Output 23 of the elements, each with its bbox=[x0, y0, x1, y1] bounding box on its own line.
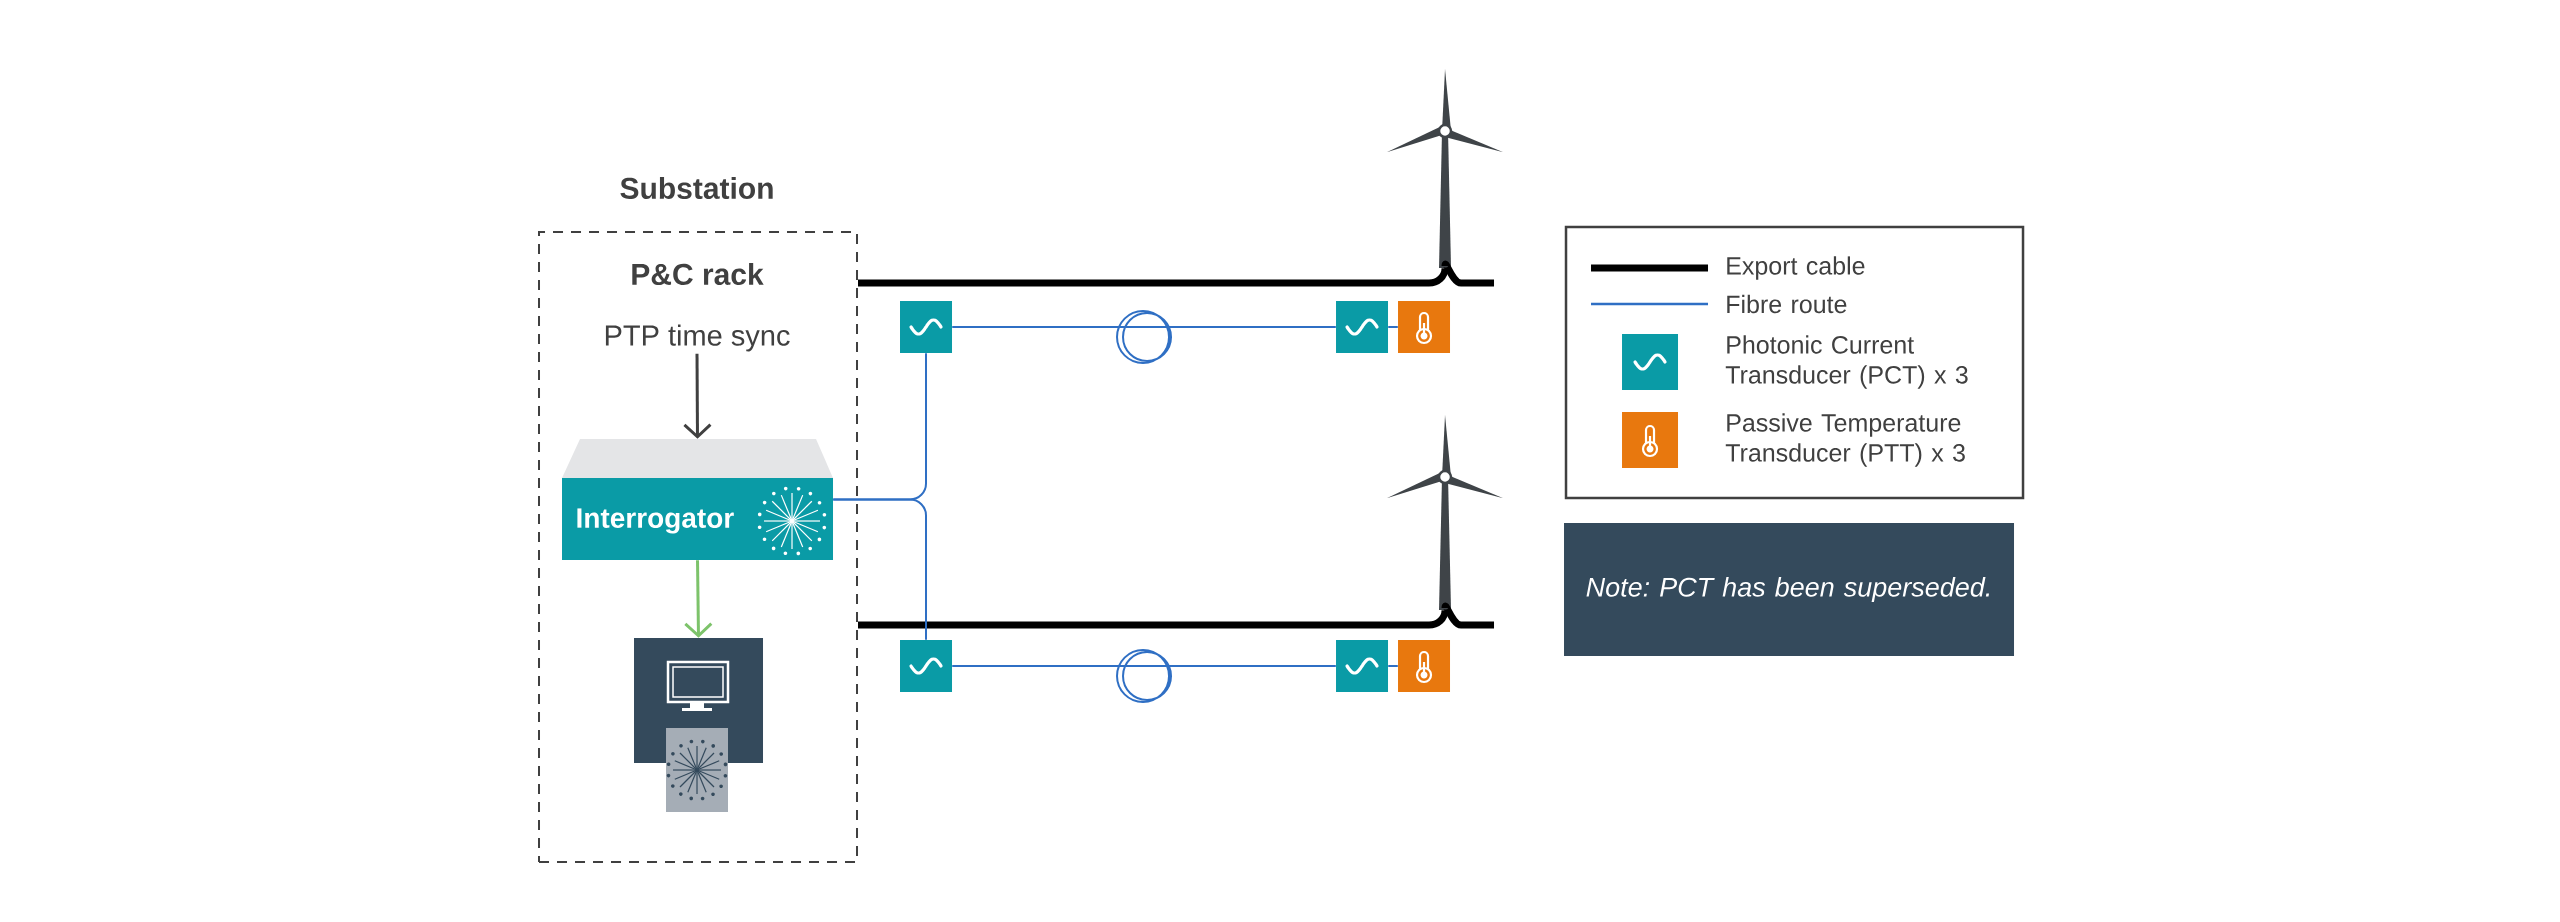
connector-line bbox=[1387, 326, 1399, 328]
arrow bbox=[684, 560, 713, 638]
connector-line bbox=[951, 665, 1337, 667]
arrow bbox=[683, 353, 712, 439]
note-box: Note: PCT has been superseded. bbox=[1564, 523, 2014, 656]
legend-label: Export cable bbox=[1727, 256, 1865, 280]
heading: P&C rack bbox=[632, 263, 764, 286]
label-text: PTP time sync bbox=[605, 324, 790, 352]
temperature-transducer bbox=[1398, 640, 1450, 692]
interrogator-unit: Interrogator bbox=[562, 439, 833, 560]
connector-line bbox=[832, 498, 927, 641]
temperature-transducer bbox=[1398, 301, 1450, 353]
heading: Substation bbox=[620, 177, 773, 200]
legend-label: Fibre route bbox=[1727, 294, 1847, 314]
connector-line bbox=[951, 326, 1337, 328]
legend-label: Photonic Current Transducer (PCT) x 3 bbox=[1725, 335, 1968, 389]
current-transducer bbox=[1336, 301, 1388, 353]
current-transducer bbox=[1336, 640, 1388, 692]
legend-label: Passive Temperature Transducer (PTT) x 3 bbox=[1725, 413, 1965, 467]
connector-line bbox=[1387, 665, 1399, 667]
current-transducer bbox=[900, 640, 952, 692]
computer-drawing bbox=[634, 638, 763, 812]
current-transducer bbox=[900, 301, 952, 353]
